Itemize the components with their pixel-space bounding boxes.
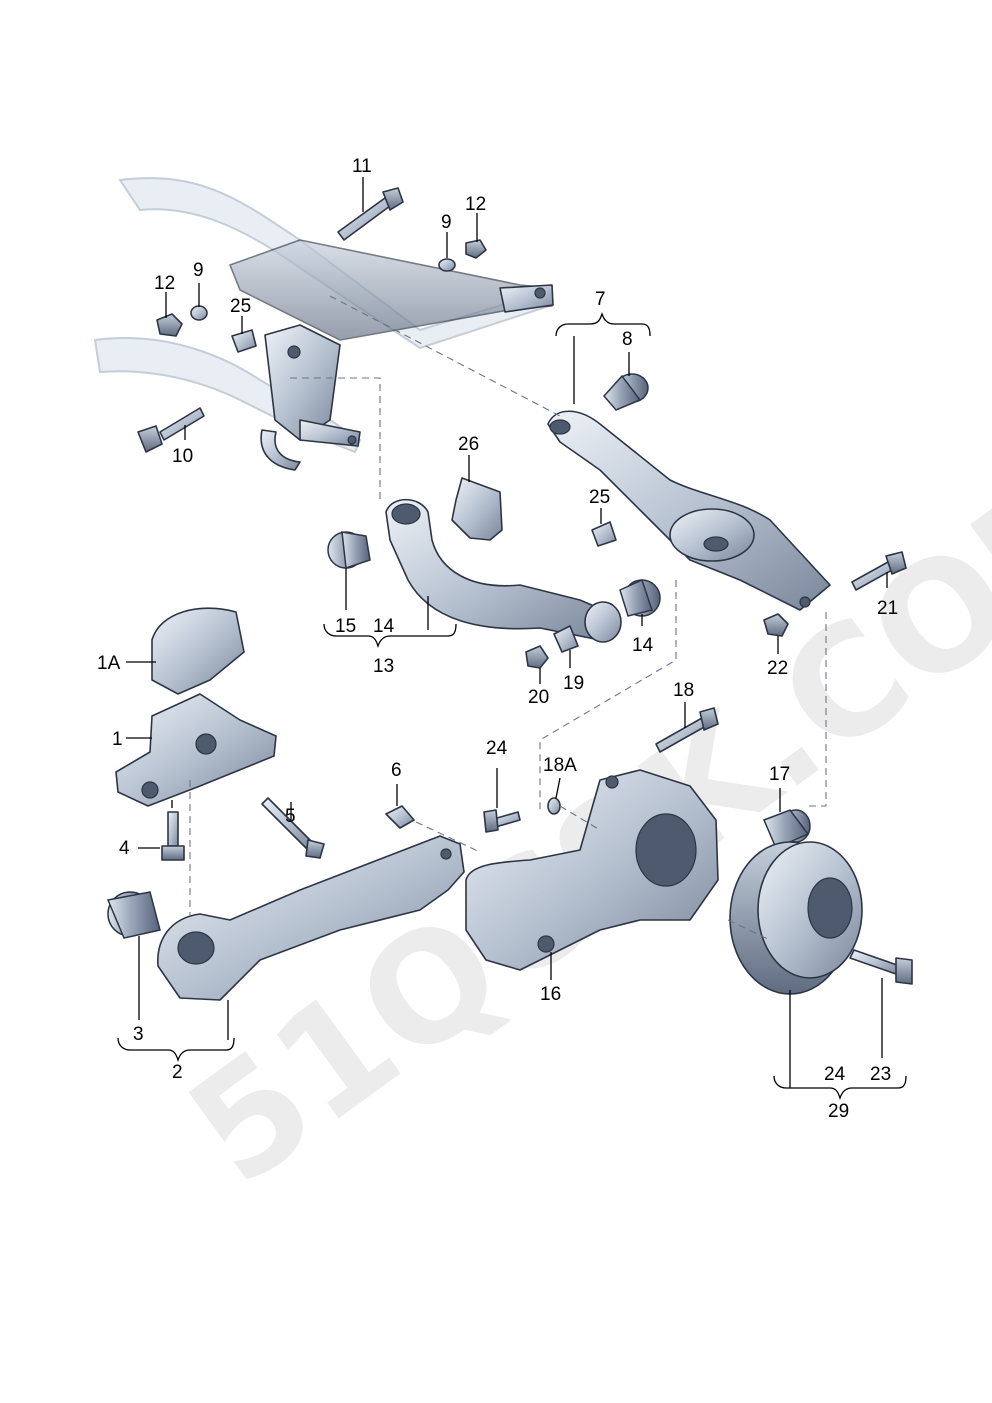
part-labels: 11 9 12 12 9 25 10 7 8 26 25 21 14 15 14… [97, 156, 898, 1122]
label-25-top: 25 [230, 296, 251, 317]
sleeve-25-top [231, 329, 257, 353]
label-17: 17 [769, 764, 790, 785]
label-26: 26 [458, 434, 479, 455]
screw-4 [161, 811, 185, 861]
label-12-right: 12 [465, 194, 486, 215]
label-7: 7 [595, 289, 606, 310]
nut-12-left [156, 313, 183, 337]
ring-18a [547, 797, 561, 815]
washer-9-right [438, 258, 456, 272]
bushing-8 [603, 373, 649, 411]
nut-20 [525, 645, 549, 669]
label-10: 10 [172, 446, 193, 467]
bushing-15 [327, 531, 371, 570]
rear-subframe [93, 177, 554, 471]
label-14-right: 14 [632, 635, 654, 656]
bracket-26 [451, 477, 503, 541]
label-18: 18 [673, 680, 694, 701]
label-24-knuckle: 24 [486, 738, 508, 759]
bushing-17 [763, 809, 811, 849]
bolt-10 [137, 407, 205, 453]
label-24-hub: 24 [824, 1064, 846, 1085]
bolt-21 [851, 551, 907, 591]
bolt-23 [849, 949, 913, 985]
label-1a: 1A [97, 653, 121, 674]
label-12-left: 12 [154, 273, 175, 294]
trailing-arm-2 [157, 835, 465, 1001]
label-13: 13 [373, 656, 394, 677]
label-2: 2 [172, 1062, 183, 1083]
label-11: 11 [352, 156, 372, 177]
label-19: 19 [563, 673, 584, 694]
nut-12-right [465, 239, 487, 259]
label-5: 5 [285, 806, 296, 827]
nut-22 [763, 613, 789, 637]
bolt-6 [385, 805, 415, 829]
label-29: 29 [828, 1101, 849, 1122]
bolt-24-knuckle [483, 809, 521, 833]
leader-lines [117, 177, 907, 1101]
upper-link-13 [385, 498, 622, 643]
label-15: 15 [335, 616, 356, 637]
label-9-right: 9 [441, 212, 452, 233]
mount-cover-1a [151, 607, 245, 695]
lower-control-arm-7 [547, 410, 831, 611]
label-25-mid: 25 [589, 487, 610, 508]
label-14-left: 14 [373, 616, 395, 637]
bolt-11 [337, 187, 404, 241]
sleeve-25-mid [591, 521, 617, 547]
label-21: 21 [877, 598, 898, 619]
bushing-14-right [619, 578, 661, 617]
bolt-18 [655, 707, 719, 753]
label-18a: 18A [543, 755, 577, 776]
bushing-3 [106, 891, 161, 939]
label-9-left: 9 [193, 260, 204, 281]
label-3: 3 [133, 1024, 144, 1045]
alignment-lines [189, 295, 827, 941]
label-6: 6 [391, 760, 402, 781]
label-8: 8 [622, 329, 633, 350]
label-16: 16 [540, 984, 561, 1005]
label-22: 22 [767, 658, 788, 679]
label-4: 4 [119, 838, 130, 859]
wheel-hub-29 [729, 841, 863, 995]
wheel-bearing-housing-16 [465, 769, 719, 971]
retainer-19 [553, 625, 579, 653]
washer-9-left [190, 305, 208, 321]
label-20: 20 [528, 687, 549, 708]
label-23: 23 [870, 1064, 891, 1085]
mounting-bracket-1 [115, 693, 277, 807]
bolt-5 [261, 797, 325, 859]
label-1: 1 [112, 729, 123, 750]
